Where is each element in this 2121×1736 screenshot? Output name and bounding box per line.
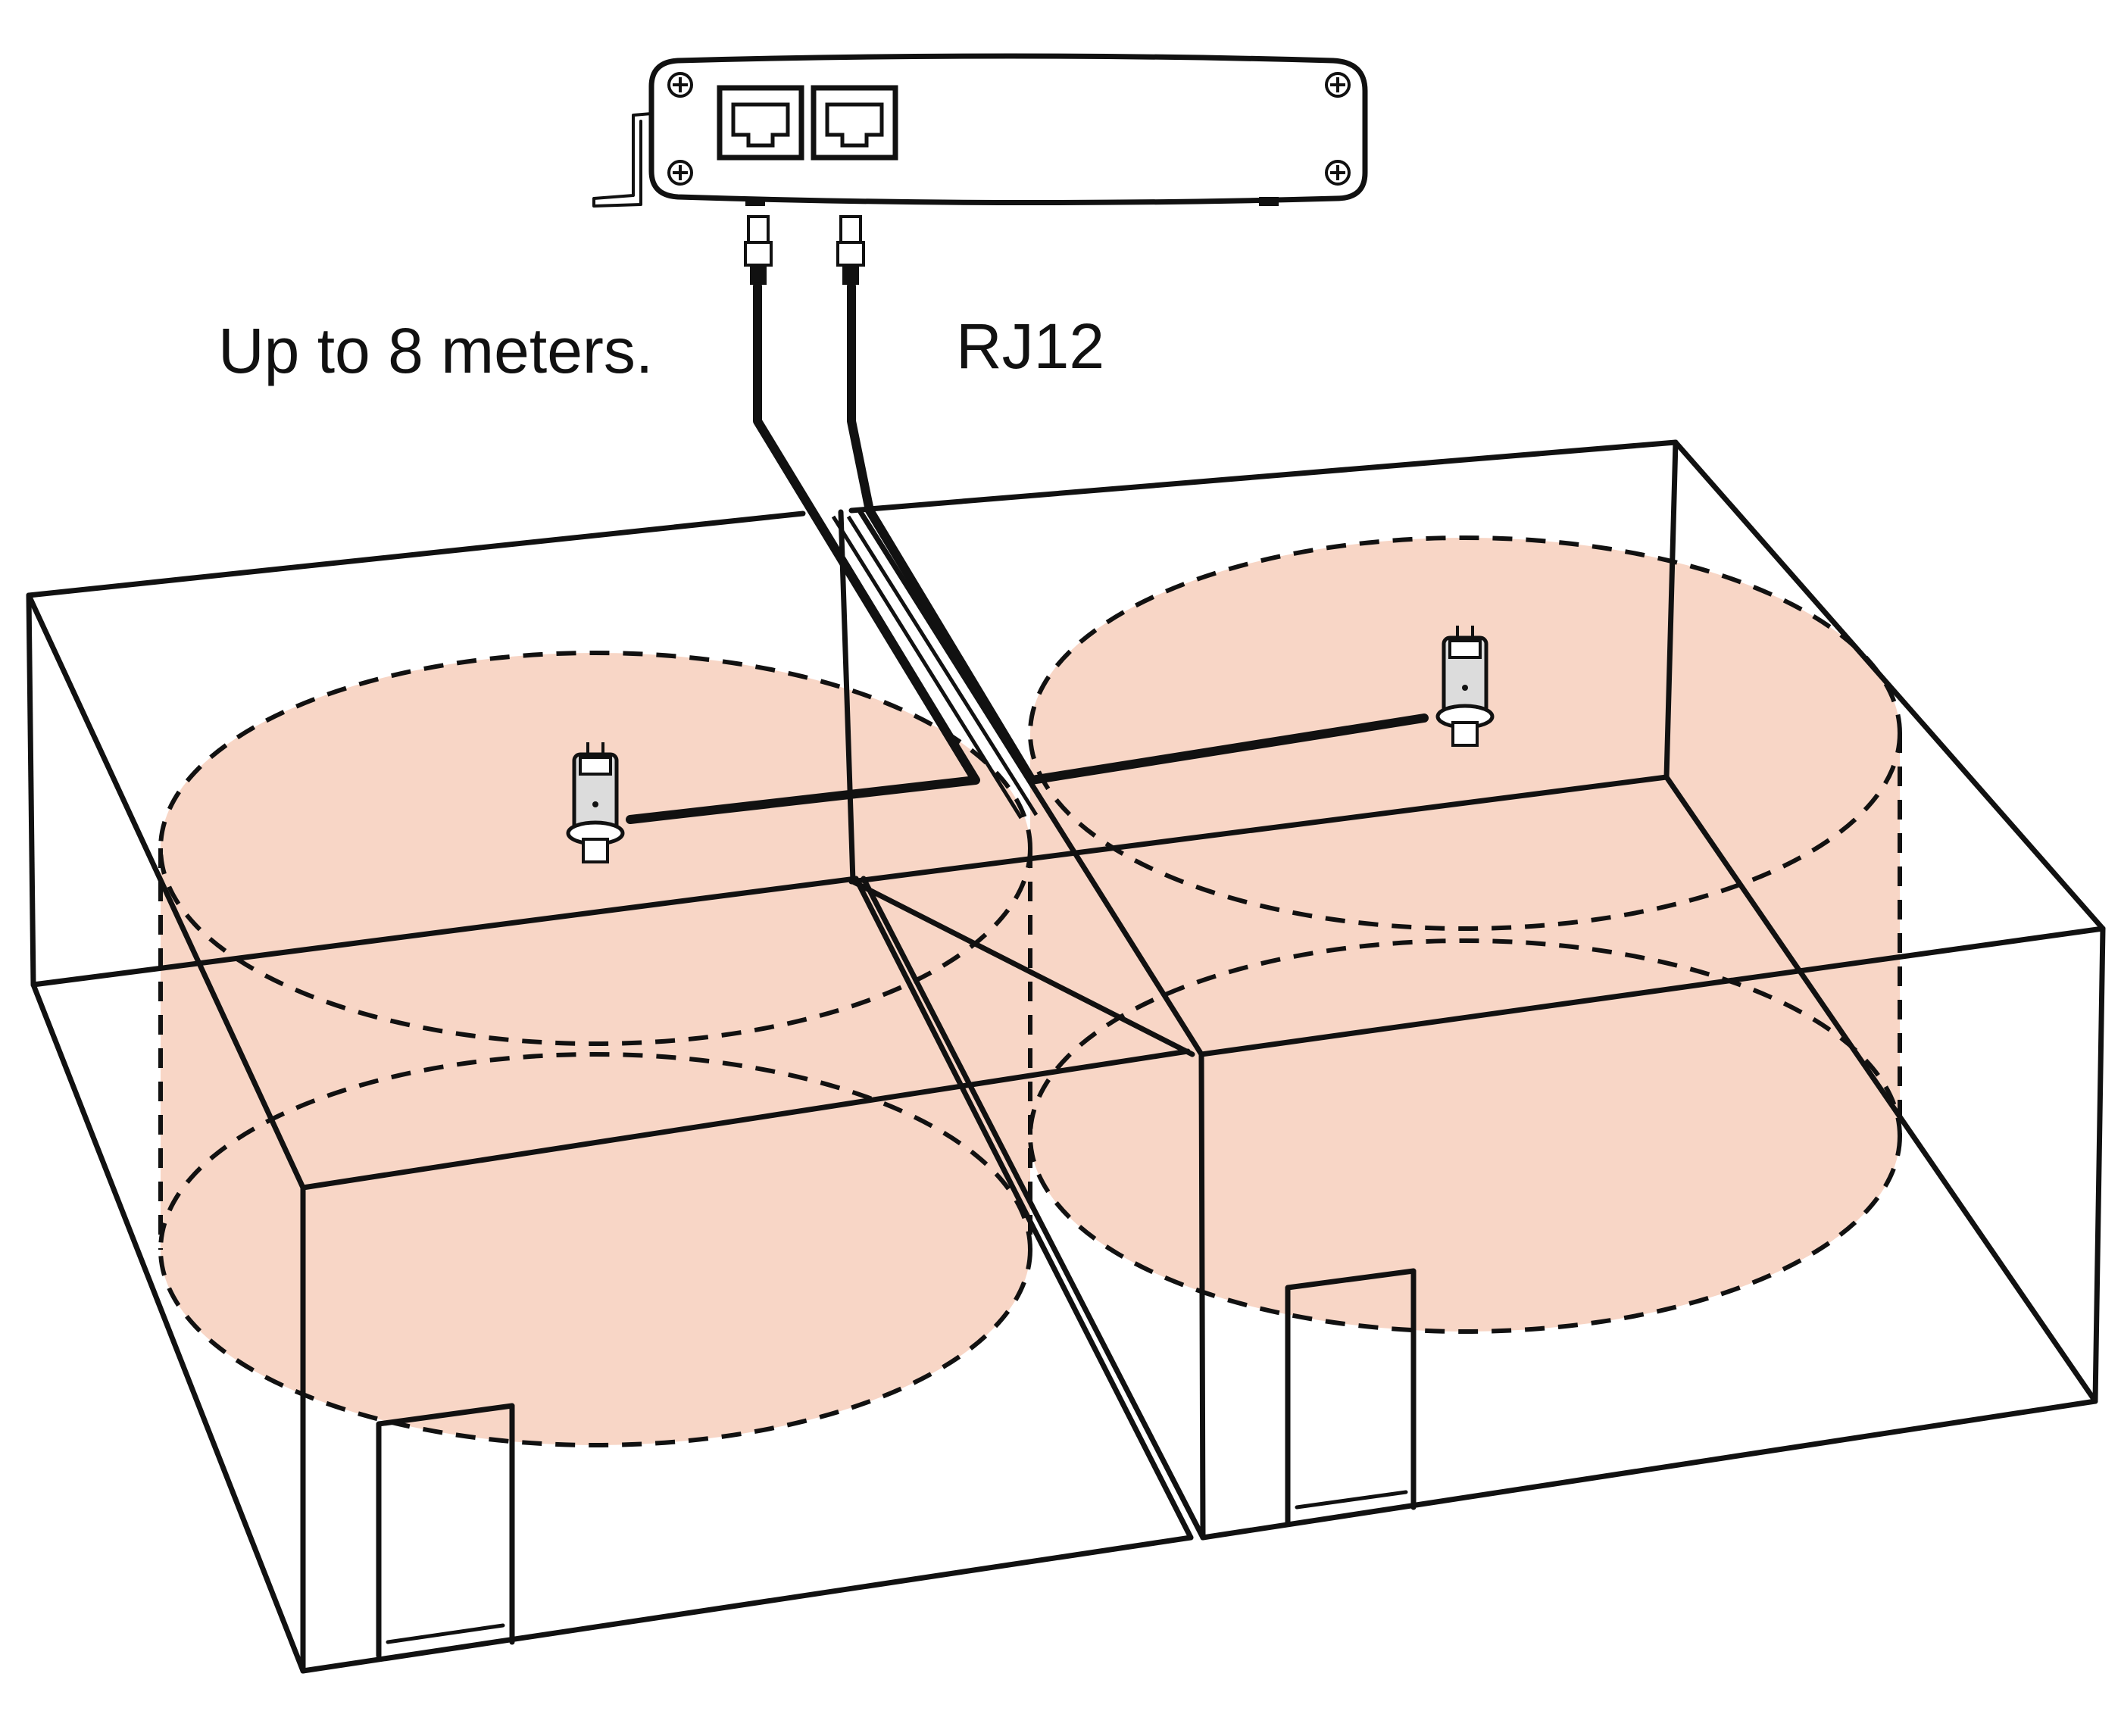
connector-type-label: RJ12 [956, 311, 1104, 382]
controller-foot [1259, 197, 1279, 206]
sensor-cable-right [847, 282, 1429, 785]
coverage-zone-right [1030, 538, 1900, 1332]
rj12-port-icon [717, 85, 804, 161]
rj12-plug-icon [744, 215, 773, 285]
screw-icon [1325, 72, 1351, 98]
cable-run-along-partition [831, 515, 1039, 820]
coverage-outline-left [158, 651, 1032, 1447]
screw-icon [1325, 160, 1351, 186]
door-icon [1285, 1268, 1417, 1525]
cable-length-label: Up to 8 meters. [218, 315, 653, 386]
coverage-area-fill [161, 653, 1030, 1445]
door-icon [376, 1403, 515, 1659]
rj12-plug-icon [836, 215, 865, 285]
sensor-cable-left [626, 282, 980, 824]
controller-unit [592, 53, 1368, 208]
screw-icon [667, 160, 693, 186]
controller-foot [745, 197, 765, 206]
rj12-port-icon [811, 85, 898, 161]
room-left [26, 509, 1195, 1674]
ceiling-sensor-icon [1435, 626, 1495, 747]
mounting-bracket [592, 112, 653, 208]
coverage-area-fill [1030, 538, 1900, 1332]
ceiling-sensor-icon [566, 742, 625, 863]
coverage-zone-left [161, 653, 1030, 1445]
coverage-outline-right [1028, 535, 1902, 1334]
screw-icon [667, 72, 693, 98]
